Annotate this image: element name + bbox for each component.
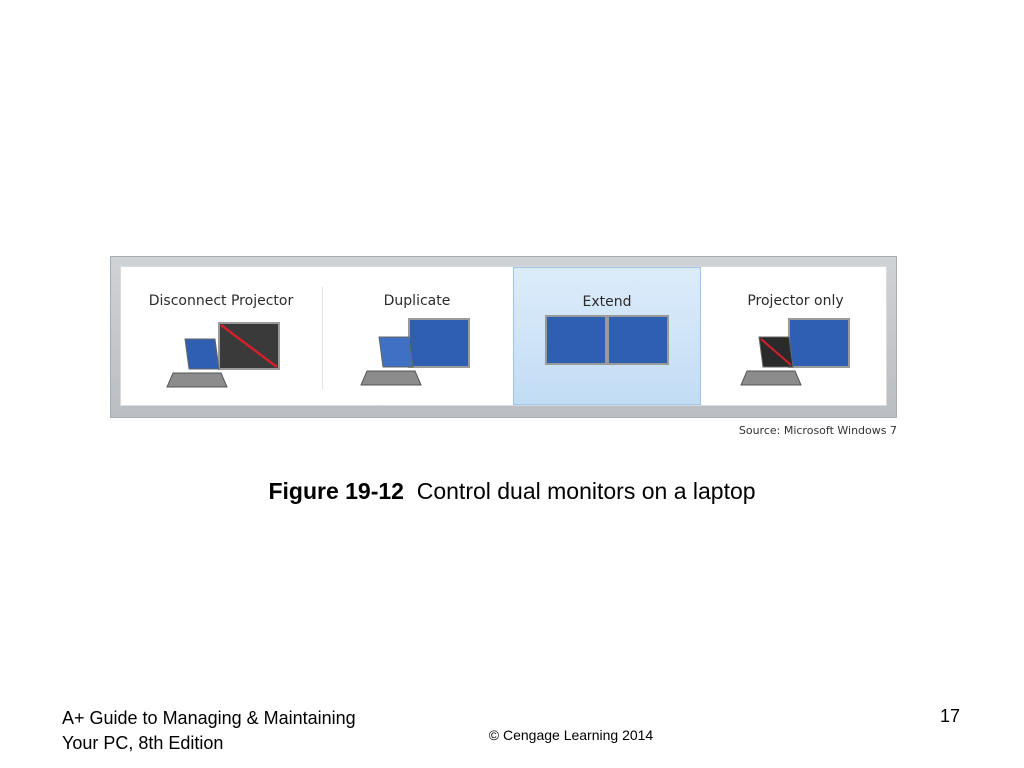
book-title: A+ Guide to Managing & Maintaining Your …	[62, 706, 356, 756]
option-label: Duplicate	[383, 293, 451, 309]
extended-dual-monitor-icon	[545, 315, 669, 365]
option-extend[interactable]: Extend	[513, 267, 701, 405]
divider	[322, 287, 323, 389]
laptop-with-disconnected-monitor-icon	[166, 322, 280, 388]
laptop-with-duplicate-monitor-icon	[360, 318, 470, 386]
display-switcher-figure: Disconnect Projector Duplicate Extend	[110, 256, 897, 418]
figure-source: Source: Microsoft Windows 7	[738, 424, 897, 437]
figure-caption: Figure 19-12 Control dual monitors on a …	[0, 478, 1024, 505]
option-duplicate[interactable]: Duplicate	[323, 267, 511, 405]
book-title-line1: A+ Guide to Managing & Maintaining	[62, 708, 356, 728]
display-switcher-panel: Disconnect Projector Duplicate Extend	[120, 266, 887, 406]
page-number: 17	[940, 706, 961, 726]
option-label: Disconnect Projector	[148, 293, 294, 309]
figure-caption-text: Control dual monitors on a laptop	[416, 478, 756, 504]
figure-number: Figure 19-12	[268, 478, 404, 504]
copyright: © Cengage Learning 2014	[488, 727, 654, 743]
book-title-line2: Your PC, 8th Edition	[62, 733, 224, 753]
option-projector-only[interactable]: Projector only	[703, 267, 888, 405]
option-label: Projector only	[747, 293, 844, 309]
option-label: Extend	[582, 294, 632, 310]
option-disconnect-projector[interactable]: Disconnect Projector	[121, 267, 321, 405]
projector-only-icon	[740, 318, 850, 386]
